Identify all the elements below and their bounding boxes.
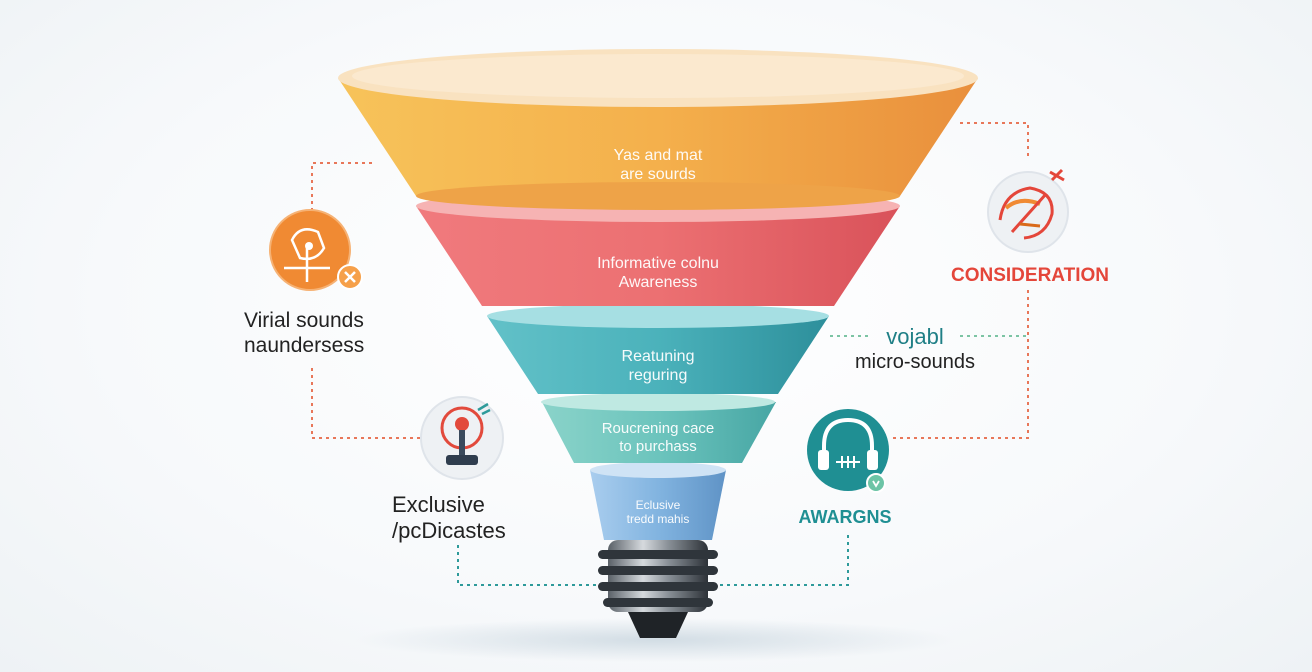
stage-1-line-1: Yas and mat [613, 147, 703, 164]
left-top-line-2: naundersess [244, 334, 365, 358]
left-bottom-label: Exclusive /pcDicastes [392, 492, 592, 545]
stage-5-rim [590, 462, 726, 478]
stage-5-label: Eclusive tredd mahis [598, 498, 718, 527]
stage-1-rim-inner [352, 54, 964, 98]
funnel-stage-1 [338, 49, 978, 210]
stage-4-label: Roucrening cace to purchass [568, 420, 748, 456]
ground-shadow [355, 618, 955, 662]
bulb-base [598, 540, 718, 638]
bulb-thread-2 [598, 566, 718, 575]
funnel-stage-5 [590, 462, 726, 540]
stage-3-line-2: reguring [628, 367, 688, 385]
stage-5-body [590, 470, 726, 540]
bulb-thread-1 [598, 550, 718, 559]
funnel-stage-4 [541, 393, 776, 463]
stage-2-label: Informative colnu Awareness [538, 254, 778, 292]
stage-3-rim [487, 304, 829, 328]
right-middle-line-2: micro-sounds [854, 351, 976, 374]
awargns-label: AWARGNS [798, 507, 892, 527]
headphones-icon [807, 409, 889, 493]
stage-2-line-2: Awareness [618, 274, 698, 292]
right-middle-label: vojabl micro-sounds [840, 324, 990, 374]
connector-left-middle [311, 368, 420, 439]
stage-4-body [542, 402, 776, 463]
sketch-pencil-icon [987, 168, 1069, 253]
connector-bottom-right [715, 535, 849, 586]
connector-lines [311, 122, 1029, 586]
left-bottom-line-1: Exclusive [392, 492, 485, 517]
stage-5-line-1: Eclusive [635, 498, 681, 512]
orange-cursor-icon [269, 209, 363, 291]
stage-1-line-2: are sourds [620, 166, 696, 184]
funnel-stage-3 [487, 304, 829, 394]
consideration-label: CONSIDERATION [951, 265, 1109, 286]
bulb-tip [628, 612, 688, 638]
stage-3-body [487, 316, 829, 394]
connector-right-top [960, 122, 1029, 160]
stage-1-bottom [416, 182, 900, 210]
left-top-label: Virial sounds naundersess [244, 308, 464, 358]
connector-bottom-left [457, 545, 598, 586]
bulb-thread-4 [603, 598, 713, 607]
bulb-thread-3 [598, 582, 718, 591]
joystick-icon [420, 396, 504, 480]
stage-4-line-2: to purchass [619, 438, 697, 455]
stage-2-body [416, 206, 900, 306]
stage-3-label: Reatuning reguring [558, 347, 758, 385]
right-middle-line-1: vojabl [886, 324, 944, 349]
connector-right-bottom [890, 290, 1029, 439]
stage-1-label: Yas and mat are sourds [538, 146, 778, 184]
stage-5-line-2: tredd mahis [626, 512, 690, 527]
stage-4-rim [541, 393, 775, 411]
connector-left-top [311, 162, 372, 215]
left-top-line-1: Virial sounds [244, 309, 364, 332]
stage-2-line-1: Informative colnu [597, 255, 719, 272]
stage-3-line-1: Reatuning [621, 348, 695, 365]
stage-1-body [338, 78, 978, 196]
stage-4-line-1: Roucrening cace [601, 420, 715, 437]
left-bottom-line-2: /pcDicastes [392, 518, 506, 544]
